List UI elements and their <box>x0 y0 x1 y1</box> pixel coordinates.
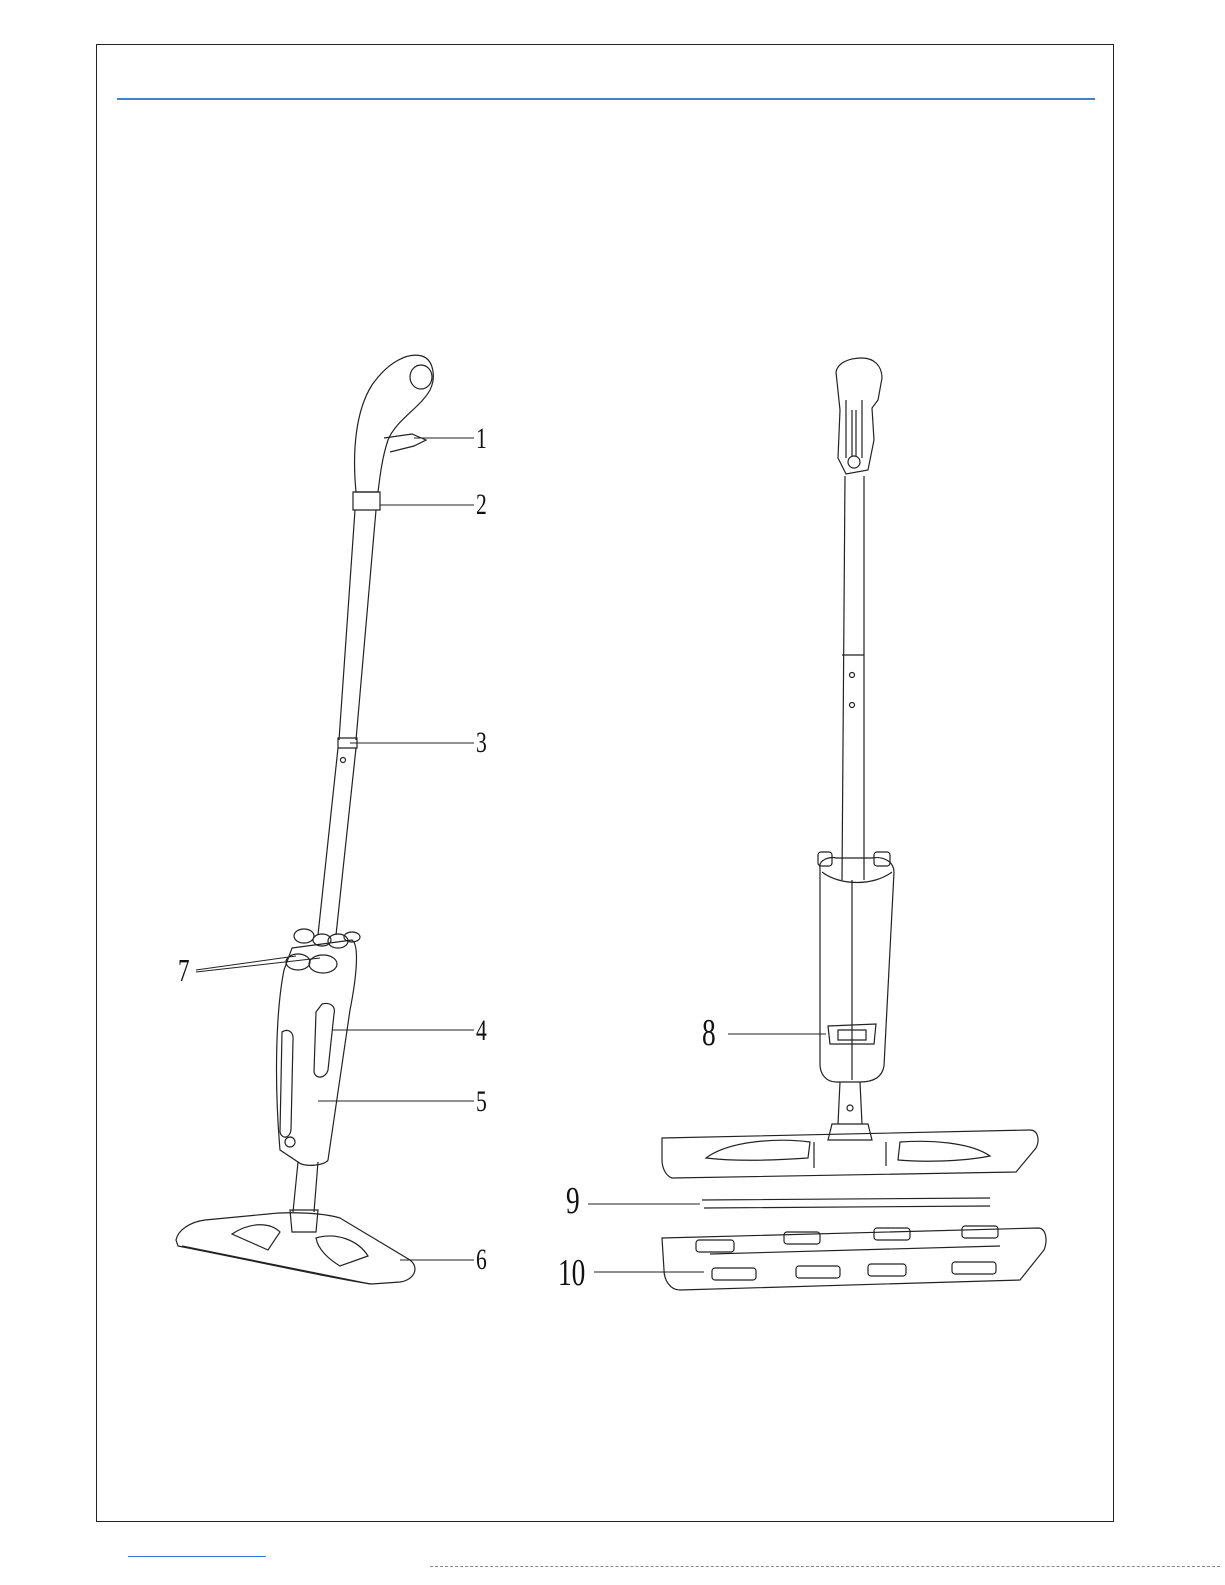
callout-10: 10 <box>558 1254 585 1292</box>
front-reservoir <box>820 857 894 1082</box>
callout-4: 4 <box>476 1016 487 1046</box>
callout-9: 9 <box>566 1182 580 1220</box>
refill-window <box>314 1003 334 1077</box>
attachment-strip <box>702 1198 990 1208</box>
trigger <box>384 434 426 452</box>
handle-hook <box>355 355 434 492</box>
spray-nozzles <box>286 929 360 973</box>
front-mop-head <box>662 1130 1038 1178</box>
mop-head <box>176 1213 415 1284</box>
upper-tube <box>339 510 376 740</box>
callout-8: 8 <box>702 1014 716 1052</box>
handle-hole <box>410 365 432 389</box>
handle-top <box>836 358 882 474</box>
mop-front-view <box>662 358 1046 1290</box>
microfiber-pad <box>662 1228 1046 1290</box>
callout-7: 7 <box>178 954 190 986</box>
footer-rule <box>430 1566 1220 1567</box>
callout-2: 2 <box>476 490 487 520</box>
mop-neck <box>293 1162 318 1212</box>
callout-1: 1 <box>476 424 487 454</box>
pad-pockets <box>696 1226 1000 1280</box>
collar <box>353 492 380 510</box>
callout-3: 3 <box>476 728 487 758</box>
mop-side-view <box>176 355 433 1284</box>
footer-link-underline <box>128 1556 266 1557</box>
callout-6: 6 <box>476 1245 487 1275</box>
callout-5: 5 <box>476 1087 487 1117</box>
side-window <box>280 1030 293 1137</box>
reservoir-body <box>277 940 357 1165</box>
front-tube <box>842 476 864 880</box>
lower-tube <box>318 748 356 935</box>
